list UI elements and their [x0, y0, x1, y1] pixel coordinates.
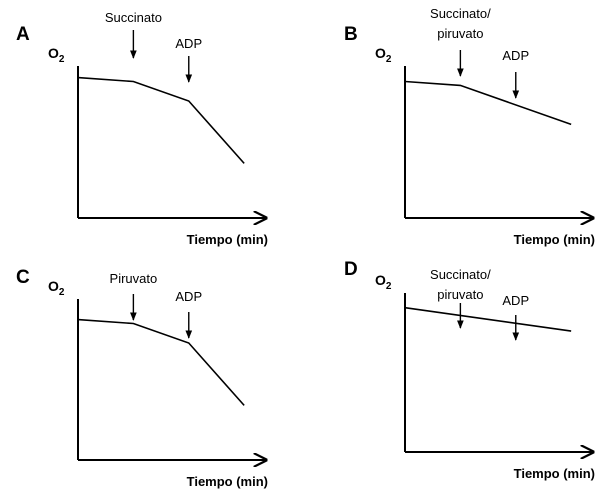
panel-letter: C: [16, 267, 30, 288]
series-line: [405, 82, 571, 125]
y-axis-label: O2: [375, 45, 392, 65]
annotation-label: ADP: [502, 293, 529, 308]
panel-letter: B: [344, 24, 358, 45]
y-axis-label: O2: [48, 45, 65, 65]
panel-letter: D: [344, 259, 358, 280]
annotation-label: ADP: [175, 289, 202, 304]
series-line: [78, 78, 244, 164]
annotation-label: ADP: [502, 48, 529, 63]
x-axis-label: Tiempo (min): [187, 474, 268, 489]
y-axis-label: O2: [375, 272, 392, 292]
series-line: [78, 320, 244, 406]
annotation-label: ADP: [175, 36, 202, 51]
annotation-label: Succinato/piruvato: [430, 6, 491, 41]
y-axis-label: O2: [48, 278, 65, 298]
annotation-label: Piruvato: [110, 271, 158, 286]
x-axis-label: Tiempo (min): [514, 232, 595, 247]
series-line: [405, 308, 571, 331]
x-axis-label: Tiempo (min): [187, 232, 268, 247]
x-axis-label: Tiempo (min): [514, 466, 595, 481]
panel-letter: A: [16, 24, 30, 45]
annotation-label: Succinato/piruvato: [430, 267, 491, 302]
annotation-label: Succinato: [105, 10, 162, 25]
